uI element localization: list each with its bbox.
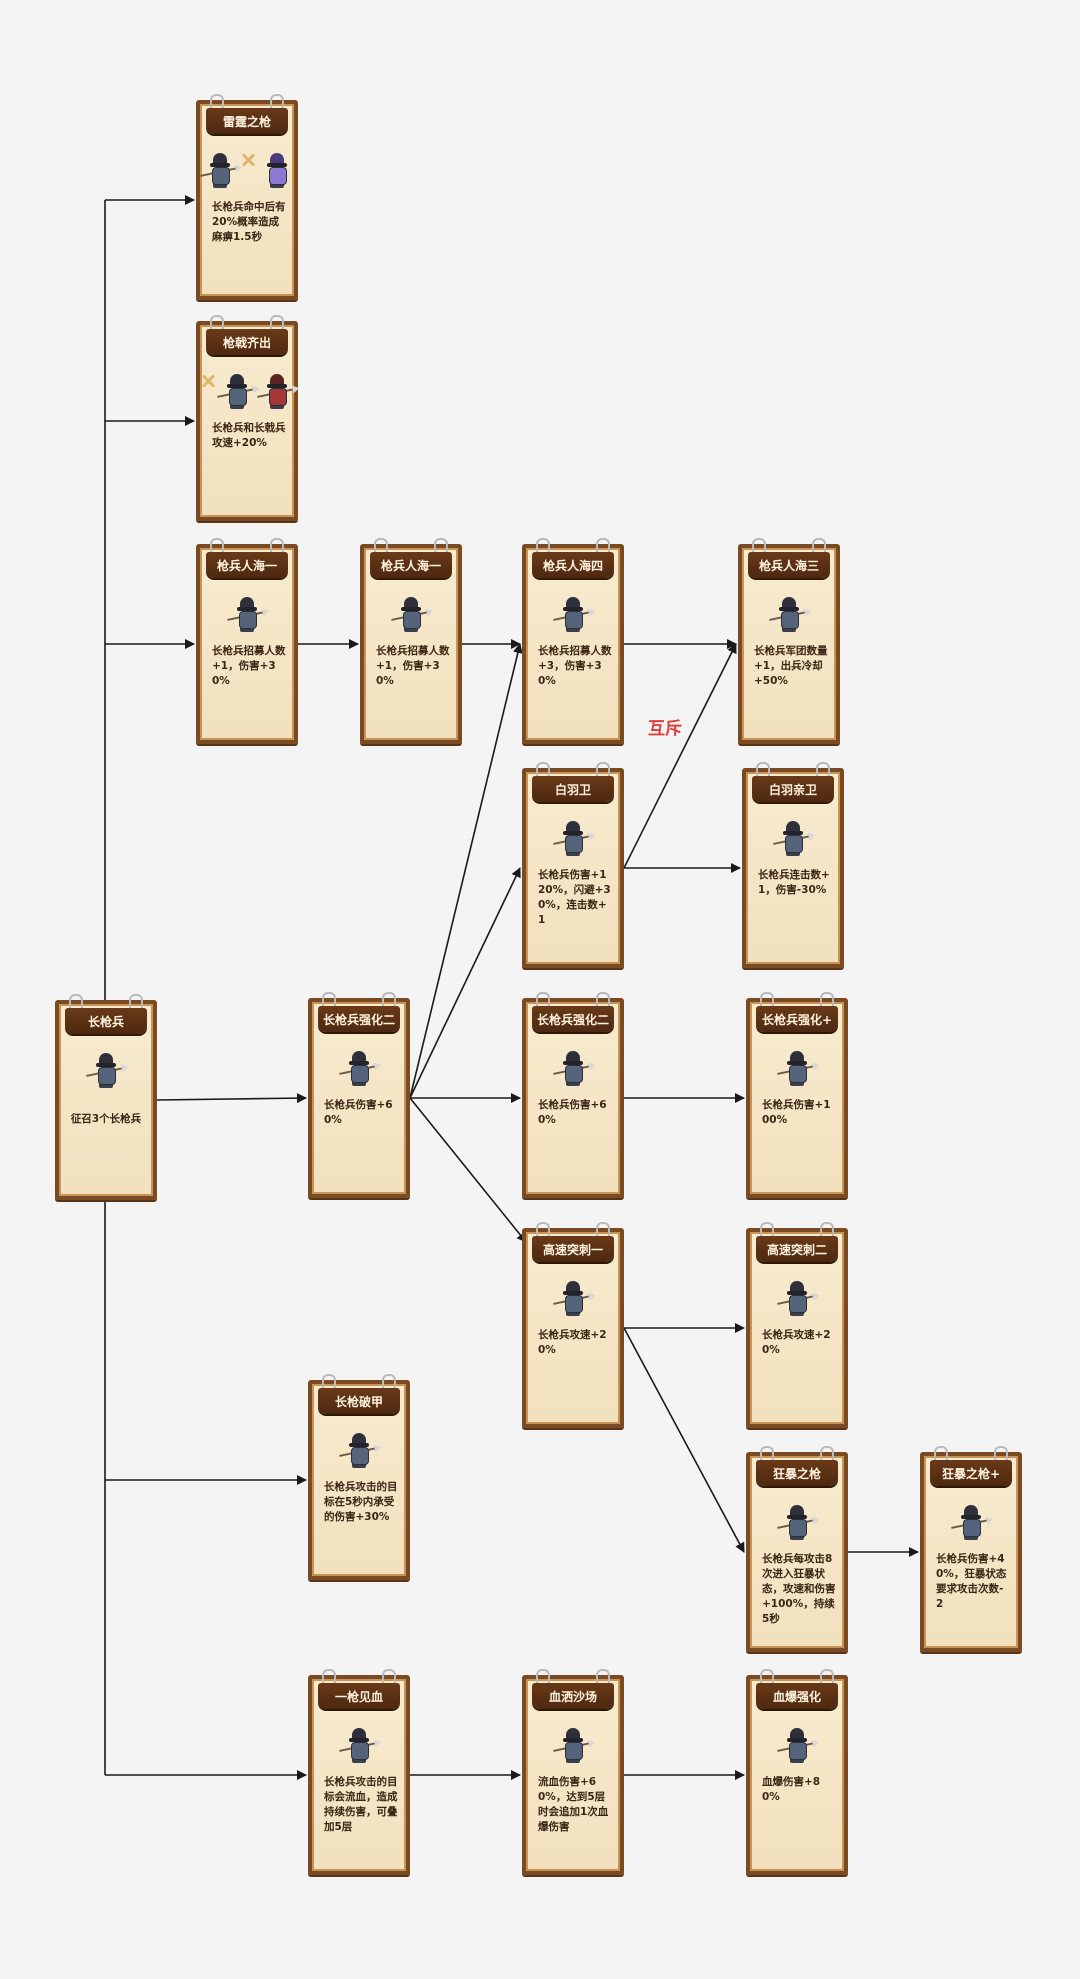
skill-card-title: 血爆强化 [756, 1683, 838, 1709]
skill-card-title: 白羽卫 [532, 776, 614, 802]
skill-card-description: 流血伤害+60%，达到5层时会追加1次血爆伤害 [538, 1776, 609, 1833]
skill-card-description: 长枪兵军团数量+1，出兵冷却+50% [754, 645, 828, 687]
spearman-icon [312, 1719, 406, 1769]
skill-card-title: 长枪破甲 [318, 1388, 400, 1414]
skill-card-renhai4[interactable]: 枪兵人海四长枪兵招募人数+3，伤害+30% [522, 538, 624, 744]
skill-card-description: 长枪兵招募人数+3，伤害+30% [538, 645, 612, 687]
skill-card-tuci1[interactable]: 高速突刺一长枪兵攻速+20% [522, 1222, 624, 1428]
spearman-icon [200, 588, 294, 638]
skill-card-description: 长枪兵和长戟兵攻速+20% [212, 422, 286, 449]
skill-card-title: 长枪兵强化+ [756, 1006, 838, 1032]
skill-card-renhai1b[interactable]: 枪兵人海一长枪兵招募人数+1，伤害+30% [360, 538, 462, 744]
spearman-icon [59, 1044, 153, 1094]
skill-card-description: 长枪兵攻速+20% [538, 1329, 607, 1356]
skill-card-description: 长枪兵伤害+40%，狂暴状态要求攻击次数-2 [936, 1553, 1007, 1610]
skill-card-qianghuaplus[interactable]: 长枪兵强化+ 长枪兵伤害+100% [746, 992, 848, 1198]
skill-card-xuebao[interactable]: 血爆强化血爆伤害+80% [746, 1669, 848, 1875]
skill-card-title: 枪兵人海三 [748, 552, 830, 578]
skill-card-title: 枪戟齐出 [206, 329, 288, 355]
skill-card-title: 一枪见血 [318, 1683, 400, 1709]
skill-card-description: 长枪兵招募人数+1，伤害+30% [212, 645, 286, 687]
spearman-halberdier-icon [200, 365, 295, 415]
skill-card-description: 长枪兵命中后有20%概率造成麻痹1.5秒 [212, 201, 286, 243]
skill-card-title: 狂暴之枪+ [930, 1460, 1012, 1486]
spearman-icon [526, 1042, 620, 1092]
skill-card-description: 长枪兵伤害+120%，闪避+30%，连击数+1 [538, 869, 611, 926]
skill-card-description: 长枪兵攻击的目标在5秒内承受的伤害+30% [324, 1481, 398, 1523]
skill-card-title: 血洒沙场 [532, 1683, 614, 1709]
spearman-icon [750, 1042, 844, 1092]
skill-card-description: 长枪兵伤害+100% [762, 1099, 831, 1126]
skill-card-xuesa[interactable]: 血洒沙场流血伤害+60%，达到5层时会追加1次血爆伤害 [522, 1669, 624, 1875]
connector-tuci1-to-kuangbao [623, 1327, 745, 1553]
skill-card-qiangji[interactable]: 枪戟齐出长枪兵和长戟兵攻速+20% [196, 315, 298, 521]
skill-card-tuci2[interactable]: 高速突刺二长枪兵攻速+20% [746, 1222, 848, 1428]
connector-changqiangbing-to-qianghua2a [156, 1093, 307, 1104]
skill-card-title: 枪兵人海一 [370, 552, 452, 578]
skill-card-title: 长枪兵强化二 [318, 1006, 400, 1032]
spearman-icon [526, 812, 620, 862]
spearman-icon [526, 1719, 620, 1769]
spearman-stun-enemy-icon [200, 144, 294, 194]
skill-card-description: 征召3个长枪兵 [70, 1113, 142, 1125]
connector-baiyuwei-to-renhai3 [623, 643, 737, 869]
connector-qianghua2a-to-renhai4 [409, 643, 523, 1099]
mutually-exclusive-label: 互斥 [648, 719, 682, 739]
skill-card-description: 血爆伤害+80% [762, 1776, 821, 1803]
skill-card-kuangbao[interactable]: 狂暴之枪长枪兵每攻击8次进入狂暴状态，攻速和伤害+100%，持续5秒 [746, 1446, 848, 1652]
skill-card-description: 长枪兵每攻击8次进入狂暴状态，攻速和伤害+100%，持续5秒 [762, 1553, 836, 1625]
skill-card-title: 高速突刺二 [756, 1236, 838, 1262]
spearman-icon [312, 1424, 406, 1474]
spearman-icon [312, 1042, 406, 1092]
skill-card-title: 狂暴之枪 [756, 1460, 838, 1486]
skill-card-title: 高速突刺一 [532, 1236, 614, 1262]
skill-card-title: 长枪兵 [65, 1008, 147, 1034]
skill-card-title: 白羽亲卫 [752, 776, 834, 802]
spearman-icon [924, 1496, 1018, 1546]
skill-card-title: 枪兵人海四 [532, 552, 614, 578]
spearman-icon [746, 812, 840, 862]
skill-card-description: 长枪兵伤害+60% [538, 1099, 607, 1126]
skill-card-kuangbaoplus[interactable]: 狂暴之枪+ 长枪兵伤害+40%，狂暴状态要求攻击次数-2 [920, 1446, 1022, 1652]
spearman-icon [526, 588, 620, 638]
skill-card-title: 雷霆之枪 [206, 108, 288, 134]
skill-card-title: 长枪兵强化二 [532, 1006, 614, 1032]
skill-card-qianghua2a[interactable]: 长枪兵强化二长枪兵伤害+60% [308, 992, 410, 1198]
spearman-icon [742, 588, 836, 638]
skill-card-renhai3[interactable]: 枪兵人海三长枪兵军团数量+1，出兵冷却+50% [738, 538, 840, 744]
spearman-icon [750, 1719, 844, 1769]
connector-qianghua2a-to-baiyuwei [409, 867, 521, 1099]
skill-card-description: 长枪兵攻速+20% [762, 1329, 831, 1356]
skill-card-description: 长枪兵攻击的目标会流血，造成持续伤害，可叠加5层 [324, 1776, 398, 1833]
spearman-icon [364, 588, 458, 638]
skill-card-pojia[interactable]: 长枪破甲长枪兵攻击的目标在5秒内承受的伤害+30% [308, 1374, 410, 1580]
skill-card-jianxue[interactable]: 一枪见血长枪兵攻击的目标会流血，造成持续伤害，可叠加5层 [308, 1669, 410, 1875]
skill-card-baiyuwei[interactable]: 白羽卫长枪兵伤害+120%，闪避+30%，连击数+1 [522, 762, 624, 968]
connector-qianghua2a-to-tuci1 [409, 1097, 527, 1243]
skill-card-changqiangbing[interactable]: 长枪兵征召3个长枪兵 [55, 994, 157, 1200]
skill-card-renhai1a[interactable]: 枪兵人海一长枪兵招募人数+1，伤害+30% [196, 538, 298, 744]
skill-card-qianghua2b[interactable]: 长枪兵强化二长枪兵伤害+60% [522, 992, 624, 1198]
skill-card-leiting[interactable]: 雷霆之枪长枪兵命中后有20%概率造成麻痹1.5秒 [196, 94, 298, 300]
spearman-icon [526, 1272, 620, 1322]
skill-card-description: 长枪兵招募人数+1，伤害+30% [376, 645, 450, 687]
skill-card-description: 长枪兵连击数+1，伤害-30% [758, 869, 830, 896]
skill-card-baiyuqinwei[interactable]: 白羽亲卫长枪兵连击数+1，伤害-30% [742, 762, 844, 968]
skill-card-description: 长枪兵伤害+60% [324, 1099, 393, 1126]
skill-card-title: 枪兵人海一 [206, 552, 288, 578]
spearman-icon [750, 1496, 844, 1546]
spearman-icon [750, 1272, 844, 1322]
